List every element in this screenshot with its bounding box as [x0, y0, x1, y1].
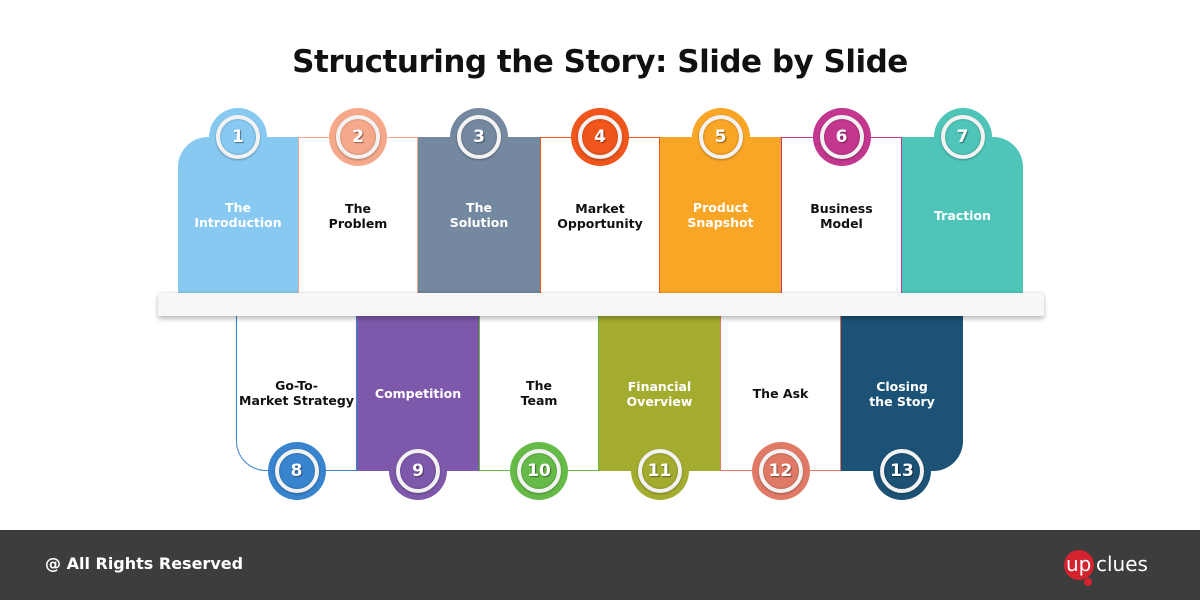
slide-label: Market Opportunity [557, 200, 643, 231]
badge-ring: 7 [940, 115, 985, 159]
step-number: 2 [352, 127, 364, 147]
step-number: 5 [714, 127, 727, 147]
badge-ring: 4 [578, 115, 622, 159]
top-row-slide-4[interactable]: Market Opportunity [540, 137, 660, 293]
slide-label: Closing the Story [869, 378, 935, 409]
step-number-badge-3: 3 [450, 108, 508, 166]
step-number: 10 [527, 461, 551, 481]
slide-label: Traction [934, 207, 991, 223]
slide-label: The Introduction [194, 200, 282, 230]
badge-ring: 9 [396, 449, 440, 493]
slide-label: Go-To- Market Strategy [239, 378, 354, 408]
slide-label: The Team [520, 378, 558, 408]
copyright-text: @ All Rights Reserved [45, 554, 244, 573]
badge-ring: 11 [637, 449, 682, 493]
slide-label: The Solution [449, 200, 509, 230]
badge-ring: 12 [758, 449, 803, 493]
logo-red-circle [1064, 550, 1094, 580]
slide-label: Financial Overview [626, 378, 693, 409]
footer: @ All Rights Reserved up clues [0, 530, 1200, 600]
step-number-badge-1: 1 [209, 108, 267, 166]
badge-ring: 13 [880, 449, 924, 493]
slide-label: Product Snapshot [687, 200, 754, 230]
badge-ring: 3 [457, 115, 501, 159]
step-number-badge-10: 10 [510, 442, 568, 500]
slide-label: Competition [374, 386, 462, 401]
slide-label: The Ask [752, 385, 809, 401]
step-number: 11 [647, 461, 672, 481]
badge-ring: 6 [819, 115, 864, 159]
step-number-badge-6: 6 [812, 108, 871, 166]
step-number: 13 [890, 461, 914, 481]
step-number: 12 [768, 461, 793, 481]
step-number-badge-5: 5 [691, 108, 750, 166]
logo-clues-text: clues [1096, 552, 1148, 576]
timeline-shelf [158, 293, 1044, 316]
step-number-badge-2: 2 [329, 108, 387, 166]
badge-ring: 5 [698, 115, 743, 159]
step-number-badge-9: 9 [389, 442, 447, 500]
step-number-badge-12: 12 [751, 442, 810, 500]
badge-ring: 8 [274, 449, 319, 493]
step-number: 3 [473, 127, 485, 147]
slide-label: Business Model [810, 200, 873, 231]
step-number: 8 [290, 461, 303, 481]
step-number: 9 [412, 461, 424, 481]
step-number-badge-7: 7 [933, 108, 992, 166]
slide-label: The Problem [328, 200, 388, 231]
step-number-badge-8: 8 [267, 442, 326, 500]
step-number: 1 [232, 127, 244, 147]
badge-ring: 10 [517, 449, 561, 493]
logo-up-text: up [1066, 552, 1092, 576]
step-number: 4 [594, 127, 606, 147]
page-title: Structuring the Story: Slide by Slide [292, 44, 908, 80]
step-number-badge-4: 4 [571, 108, 629, 166]
logo-red-dot [1084, 578, 1092, 586]
step-number-badge-11: 11 [630, 442, 689, 500]
step-number: 6 [835, 127, 848, 147]
badge-ring: 2 [336, 115, 380, 159]
bot-row-slide-11[interactable]: Financial Overview [599, 316, 720, 471]
step-number: 7 [956, 127, 969, 147]
step-number-badge-13: 13 [873, 442, 931, 500]
bot-row-slide-9[interactable]: Competition [357, 316, 479, 471]
badge-ring: 1 [216, 115, 260, 159]
